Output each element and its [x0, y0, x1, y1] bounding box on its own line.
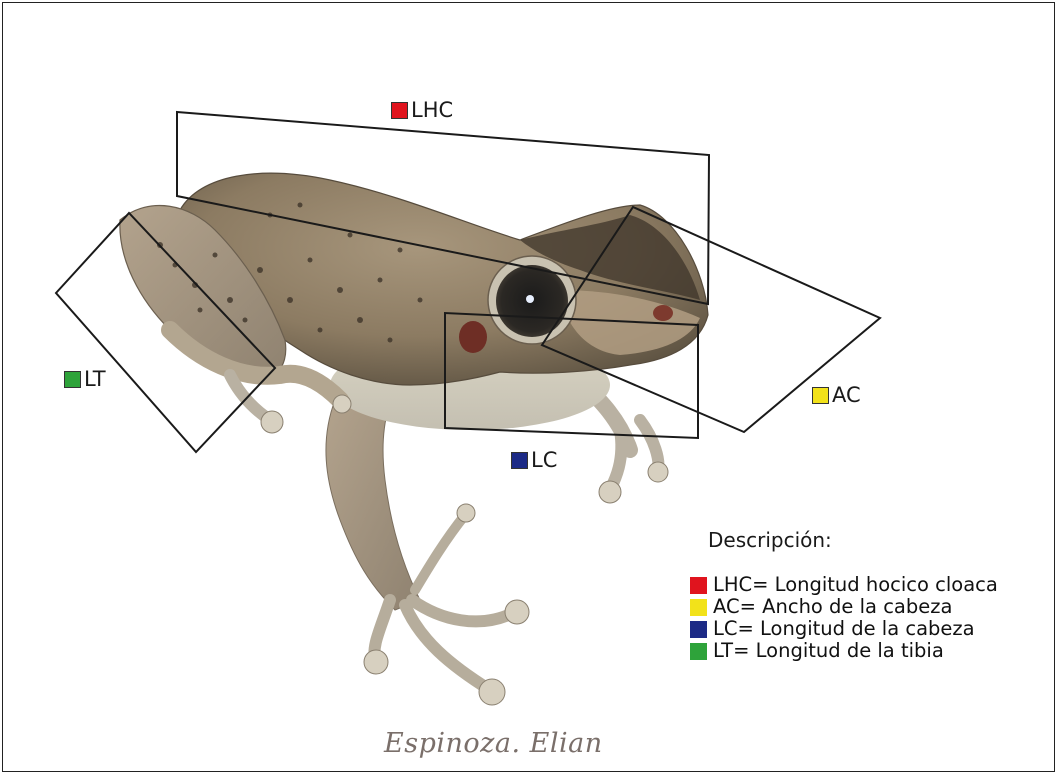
lt-swatch [64, 371, 81, 388]
legend-swatch-blue [690, 621, 707, 638]
lc-swatch [511, 452, 528, 469]
legend-item-lc: LC= Longitud de la cabeza [690, 618, 998, 640]
legend-swatch-red [690, 577, 707, 594]
tag-lhc: LHC [391, 98, 453, 122]
lhc-swatch [391, 102, 408, 119]
legend-item-lt: LT= Longitud de la tibia [690, 640, 998, 662]
tag-ac: AC [812, 383, 861, 407]
legend-item-text: LC= Longitud de la cabeza [713, 618, 975, 640]
tag-lt-text: LT [84, 367, 106, 391]
tag-ac-text: AC [832, 383, 861, 407]
tag-lt: LT [64, 367, 106, 391]
legend: Descripción: LHC= Longitud hocico cloaca… [690, 528, 998, 662]
tag-lc: LC [511, 448, 557, 472]
legend-swatch-green [690, 643, 707, 660]
legend-title: Descripción: [708, 528, 998, 552]
legend-item-text: AC= Ancho de la cabeza [713, 596, 952, 618]
legend-swatch-yellow [690, 599, 707, 616]
tag-lhc-text: LHC [411, 98, 453, 122]
author-signature: Espinoza. Elian [384, 728, 603, 759]
legend-item-lhc: LHC= Longitud hocico cloaca [690, 574, 998, 596]
legend-item-text: LHC= Longitud hocico cloaca [713, 574, 998, 596]
legend-item-ac: AC= Ancho de la cabeza [690, 596, 998, 618]
ac-swatch [812, 387, 829, 404]
tag-lc-text: LC [531, 448, 557, 472]
legend-item-text: LT= Longitud de la tibia [713, 640, 944, 662]
